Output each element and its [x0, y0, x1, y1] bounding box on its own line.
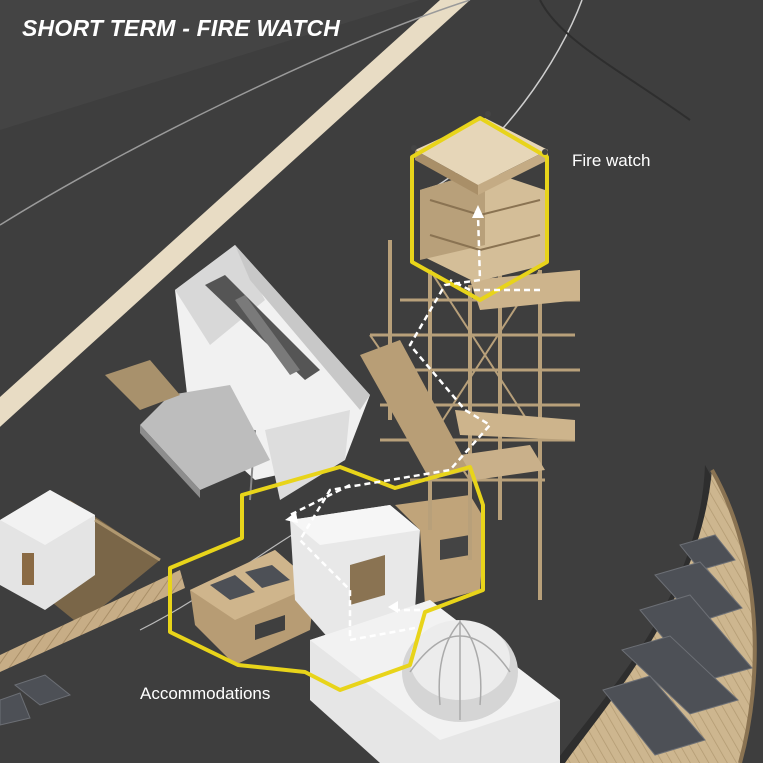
diagram-title: SHORT TERM - FIRE WATCH	[22, 15, 340, 42]
fire-watch-label: Fire watch	[572, 151, 650, 171]
accommodations-label: Accommodations	[140, 684, 270, 704]
